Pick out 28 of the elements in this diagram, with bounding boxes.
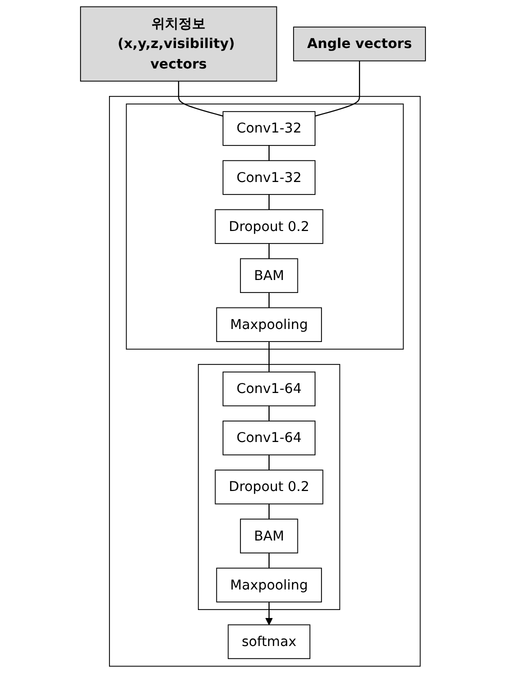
connector [268, 552, 270, 568]
node-box: Maxpooling [216, 568, 322, 602]
node-box: Dropout 0.2 [214, 209, 323, 244]
connector [268, 194, 270, 210]
connector [178, 81, 223, 117]
node-box: softmax [227, 624, 310, 660]
connector [268, 244, 270, 259]
connector [268, 145, 270, 161]
cluster [197, 364, 340, 610]
node-box: Maxpooling [216, 307, 322, 342]
node-box: 위치정보(x,y,z,visibility) vectors [80, 6, 277, 82]
connector [314, 60, 360, 117]
node-box: BAM [240, 518, 298, 554]
arrow [264, 602, 272, 626]
cluster [125, 104, 404, 350]
connector [268, 342, 270, 372]
node-box: Conv1-32 [222, 160, 316, 195]
connector [268, 504, 270, 520]
node-box: Angle vectors [292, 26, 426, 62]
node-box: Conv1-32 [222, 111, 316, 146]
cluster [108, 96, 420, 667]
connector [268, 454, 270, 470]
connector [268, 292, 270, 308]
connector [268, 406, 270, 422]
node-box: Dropout 0.2 [214, 470, 323, 504]
node-box: Conv1-64 [222, 420, 316, 456]
node-box: BAM [240, 258, 298, 293]
node-box: Conv1-64 [222, 372, 316, 406]
